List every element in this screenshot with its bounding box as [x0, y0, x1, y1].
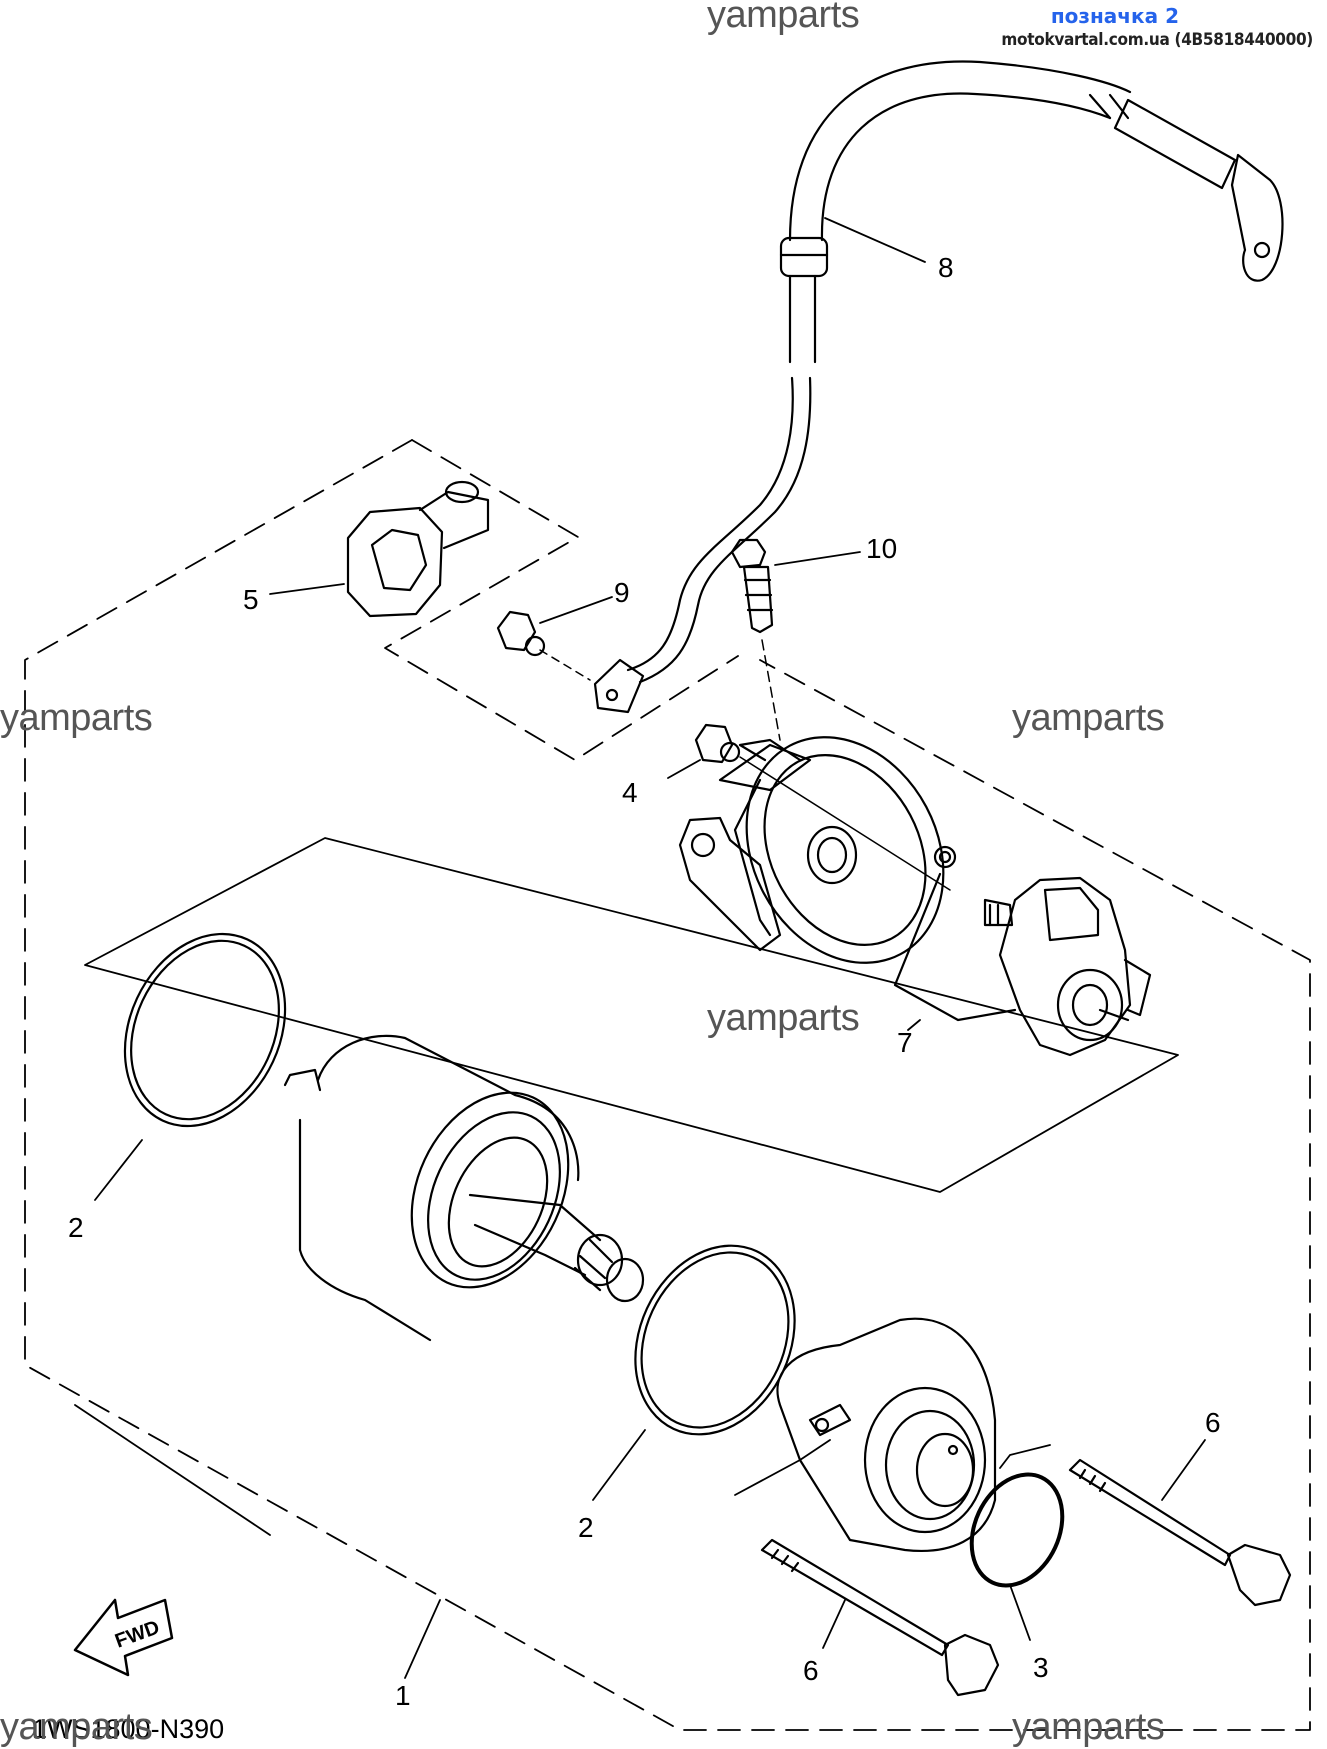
callout-6-left: 6: [803, 1655, 819, 1686]
callout-5: 5: [243, 584, 259, 615]
front-cover: [776, 1317, 997, 1552]
watermark: yamparts: [0, 697, 153, 739]
watermark: yamparts: [1012, 1706, 1165, 1748]
leader-6b: [822, 1599, 846, 1649]
callout-1: 1: [395, 1680, 411, 1711]
callout-8: 8: [938, 252, 954, 283]
nut-4: [694, 723, 741, 764]
leader-4: [667, 759, 701, 779]
starter-yoke: [283, 1034, 645, 1342]
assembly-outline-main: [24, 439, 1311, 1731]
callout-9: 9: [614, 577, 630, 608]
leader-2b: [592, 1429, 646, 1501]
leader-1: [74, 1404, 271, 1536]
bolt-10: [730, 538, 781, 741]
watermark: yamparts: [0, 1706, 153, 1748]
terminal-cap-5: [346, 480, 490, 618]
callout-3: 3: [1033, 1652, 1049, 1683]
diagram-code: 1WS1800-N390: [32, 1714, 224, 1744]
callout-2-upper: 2: [68, 1212, 84, 1243]
watermark: yamparts: [707, 997, 860, 1039]
leader-2a: [94, 1139, 143, 1201]
leader-7: [907, 1019, 921, 1031]
fwd-arrow-icon: FWD: [73, 1598, 174, 1677]
watermark: yamparts: [1012, 697, 1165, 739]
leader-lines: [74, 217, 1206, 1679]
fwd-label: FWD: [112, 1616, 162, 1652]
header-site-link[interactable]: motokvartal.com.ua (4B5818440000): [1001, 30, 1313, 50]
o-ring-2-upper: [123, 932, 287, 1128]
leader-1b: [404, 1599, 441, 1679]
o-ring-2-lower: [634, 1244, 796, 1436]
leader-5: [269, 583, 345, 595]
callout-4: 4: [622, 777, 638, 808]
lead-wire: [593, 60, 1284, 714]
leader-3: [1009, 1584, 1031, 1641]
leader-10: [774, 551, 861, 566]
header-note: позначка 2: [1050, 4, 1179, 28]
nut-9: [496, 610, 546, 657]
long-bolt-6-left: [760, 1538, 1000, 1697]
callout-6-right: 6: [1205, 1407, 1221, 1438]
leader-8: [824, 217, 926, 263]
callout-10: 10: [866, 533, 897, 564]
leader-9: [539, 596, 613, 624]
long-bolt-6-right: [1068, 1458, 1292, 1607]
assembly-outline-cable: [384, 439, 739, 761]
kit-frame: [84, 837, 1179, 1193]
callout-7: 7: [897, 1027, 913, 1058]
watermark: yamparts: [707, 0, 860, 36]
leader-6a: [1161, 1439, 1206, 1501]
o-ring-3: [969, 1472, 1065, 1588]
brush-holder-7: [893, 845, 1152, 1057]
rear-cover: [678, 736, 945, 964]
callout-2-lower: 2: [578, 1512, 594, 1543]
callout-numbers: 1 2 2 3 4 5 6 6 7 8 9 10: [68, 252, 1221, 1711]
